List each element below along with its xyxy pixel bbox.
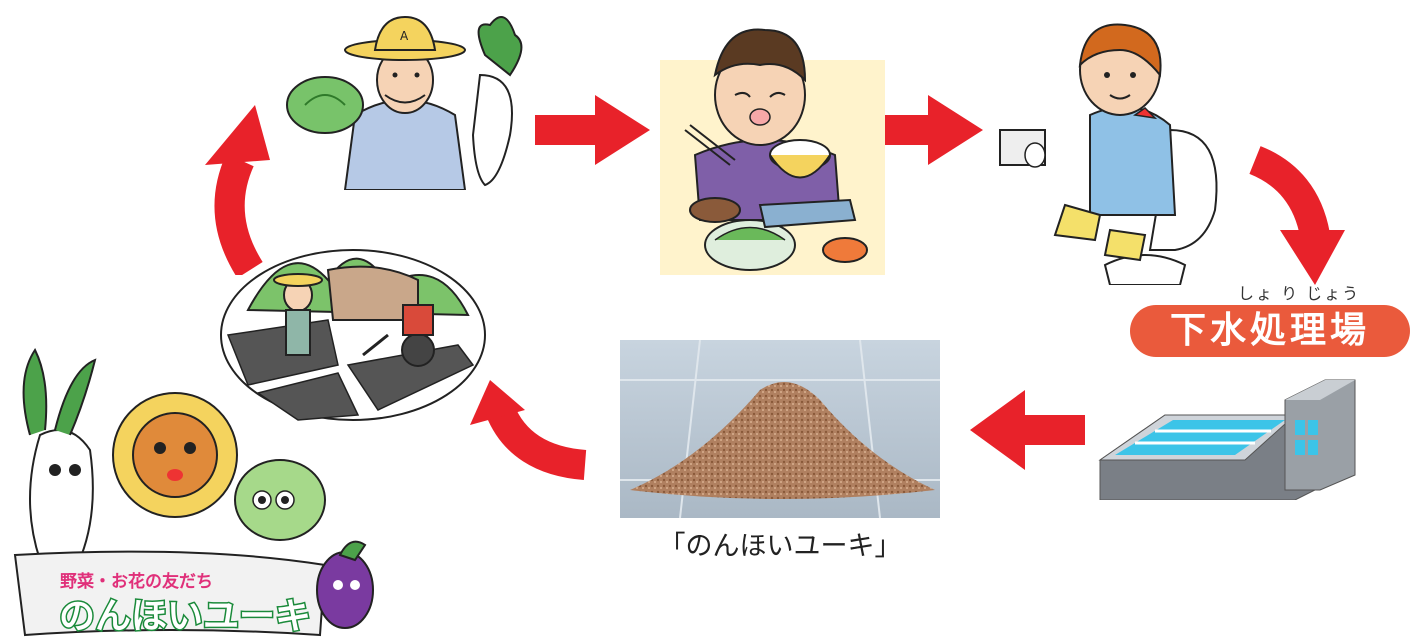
- mascot-logo-text: のんほいユーキ: [57, 595, 312, 639]
- sewage-plant-label: 下水処理場: [1130, 305, 1410, 357]
- mascot-tagline: 野菜・お花の友だち: [60, 572, 213, 592]
- arrow-farmer-to-eating: [535, 95, 650, 165]
- compost-pile-photo: [620, 340, 940, 518]
- mascot-characters-icon: [13, 348, 374, 637]
- plant-furigana: しょ り じょう: [1238, 284, 1361, 303]
- arrow-field-to-farmer: [205, 105, 270, 275]
- compost-caption: 「のんほいユーキ」: [658, 531, 902, 562]
- sewage-treatment-plant-icon: [1098, 379, 1356, 500]
- farm-field-with-tiller-icon: [220, 249, 486, 421]
- child-on-toilet-icon: [999, 23, 1218, 285]
- arrow-compost-to-field: [470, 380, 587, 480]
- boy-eating-icon: [660, 28, 885, 275]
- arrow-eating-to-toilet: [868, 95, 983, 165]
- arrow-toilet-to-plant: [1248, 146, 1345, 285]
- svg-text:A: A: [400, 29, 409, 43]
- arrow-plant-to-compost: [970, 390, 1085, 470]
- farmer-with-vegetables-icon: A: [286, 15, 523, 190]
